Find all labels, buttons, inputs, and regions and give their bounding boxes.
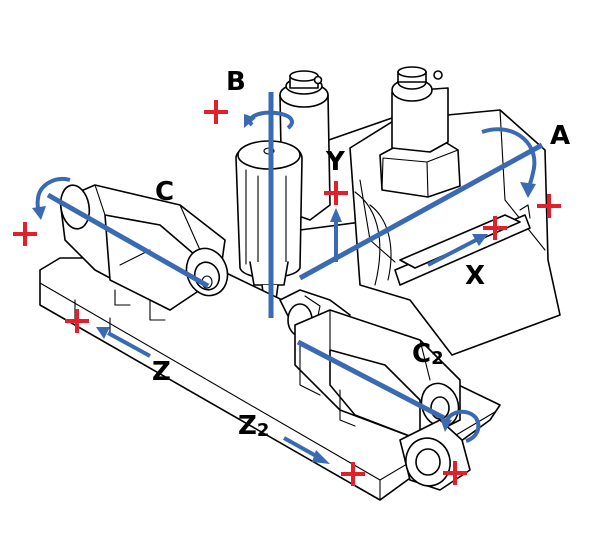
plus-c2 [443,461,467,485]
z-axis-arrow [96,327,151,358]
label-c2: C2 [412,339,444,369]
front-roller [399,419,471,491]
c-axis-line [46,192,210,289]
axes-overlay [32,92,544,464]
machine-drawing [39,66,561,501]
b-rotation-arrow [244,110,294,130]
plus-x [483,216,507,240]
axis-labels: B A C Y X Z C2 Z2 [152,67,570,441]
plus-markers [13,100,561,486]
a-rotation-arrow [481,127,537,198]
y-axis-arrow [330,208,342,262]
label-b: B [226,67,246,97]
z2-axis-arrow [283,436,330,464]
plus-y [324,181,348,205]
label-x: X [465,261,485,291]
c2-axis-line [296,339,446,421]
plus-z2 [341,462,365,486]
label-c2-main: C [412,339,431,369]
plus-z [65,309,89,333]
label-c: C [155,177,174,207]
label-z2: Z2 [238,411,269,441]
label-a: A [550,121,570,151]
c-rotation-arrow [32,177,71,220]
label-z2-main: Z [238,411,257,441]
c2-rotation-arrow [440,409,481,443]
plus-a [537,194,561,218]
plus-b [204,100,228,124]
plus-c [13,222,37,246]
a-axis-line [298,142,544,281]
label-z2-sub: 2 [257,420,270,441]
label-c2-sub: 2 [431,348,444,369]
label-y: Y [325,147,346,177]
label-z: Z [152,357,171,387]
right-motor [379,66,461,198]
x-axis-arrow [427,234,488,267]
